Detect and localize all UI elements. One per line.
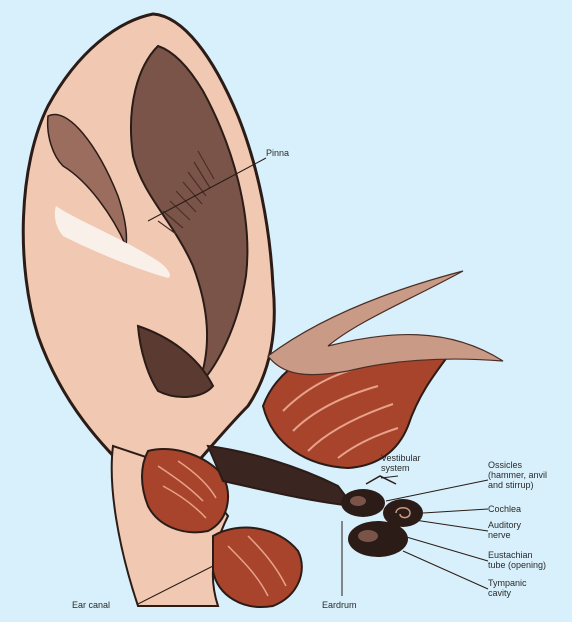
- label-cochlea: Cochlea: [488, 504, 521, 514]
- tympanic-cavity-shape: [348, 521, 408, 557]
- label-eustachian-tube: Eustachian tube (opening): [488, 550, 546, 570]
- muscle-lower: [213, 528, 302, 607]
- tympanic-highlight: [358, 530, 378, 542]
- label-ossicles: Ossicles (hammer, anvil and stirrup): [488, 460, 550, 490]
- label-vestibular-system: Vestibular system: [381, 453, 423, 473]
- label-eardrum: Eardrum: [322, 600, 357, 610]
- ear-illustration: Pinna Vestibular system Ossicles (hammer…: [8, 6, 564, 618]
- label-pinna: Pinna: [266, 148, 289, 158]
- label-ear-canal: Ear canal: [72, 600, 110, 610]
- label-auditory-nerve: Auditory nerve: [488, 520, 524, 540]
- fur-upper-right: [268, 271, 503, 375]
- ossicles-highlight: [350, 496, 366, 506]
- label-tympanic-cavity: Tympanic cavity: [488, 578, 529, 598]
